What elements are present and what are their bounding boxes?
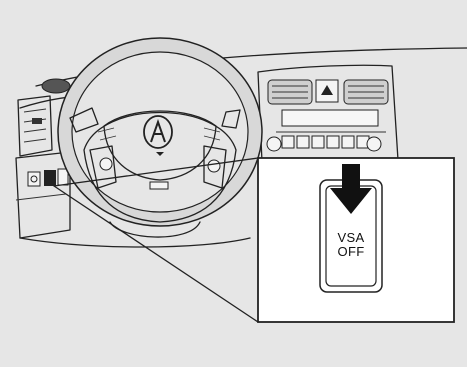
speaker-grille (42, 79, 70, 93)
vsa-off-button: VSA OFF (320, 164, 382, 292)
vsa-label-line2: OFF (338, 244, 365, 259)
vsa-label-line1: VSA (338, 230, 365, 245)
center-console (258, 65, 398, 162)
lower-trim (16, 194, 66, 200)
lower-left-panel (16, 152, 70, 238)
left-switch-cluster (28, 169, 68, 186)
steering-wheel (58, 38, 262, 226)
left-air-vent (18, 96, 52, 156)
